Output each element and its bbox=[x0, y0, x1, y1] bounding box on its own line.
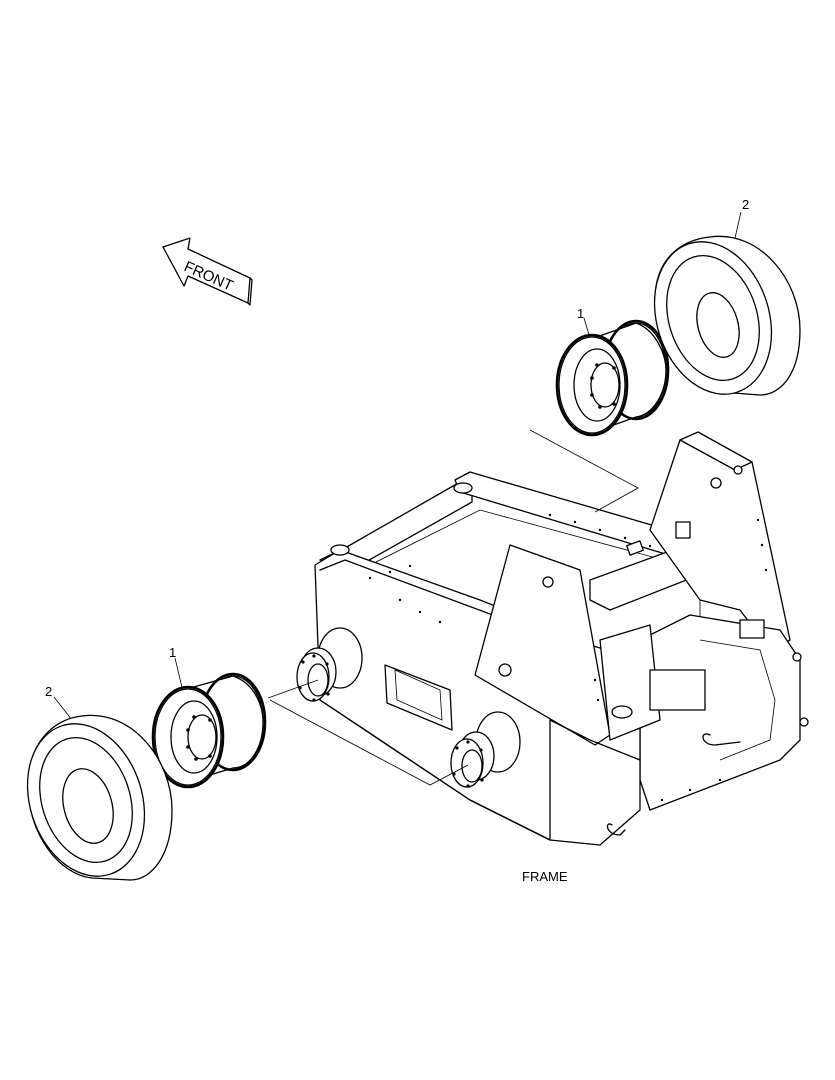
front-axle-hub bbox=[296, 652, 330, 702]
frame-chassis bbox=[299, 431, 809, 846]
callout-tire-right: 2 bbox=[742, 197, 749, 212]
callout-rim-right: 1 bbox=[577, 306, 584, 321]
callout-rim-left: 1 bbox=[169, 645, 176, 660]
tire-left bbox=[26, 714, 173, 881]
rear-axle-hub bbox=[450, 738, 484, 788]
callout-tire-left: 2 bbox=[45, 684, 52, 699]
front-direction-arrow: FRONT bbox=[162, 237, 253, 306]
wheel-rim-right bbox=[555, 319, 670, 437]
tire-right bbox=[653, 235, 801, 396]
wheel-rim-left bbox=[151, 672, 267, 789]
diagram-caption: FRAME bbox=[522, 869, 568, 884]
